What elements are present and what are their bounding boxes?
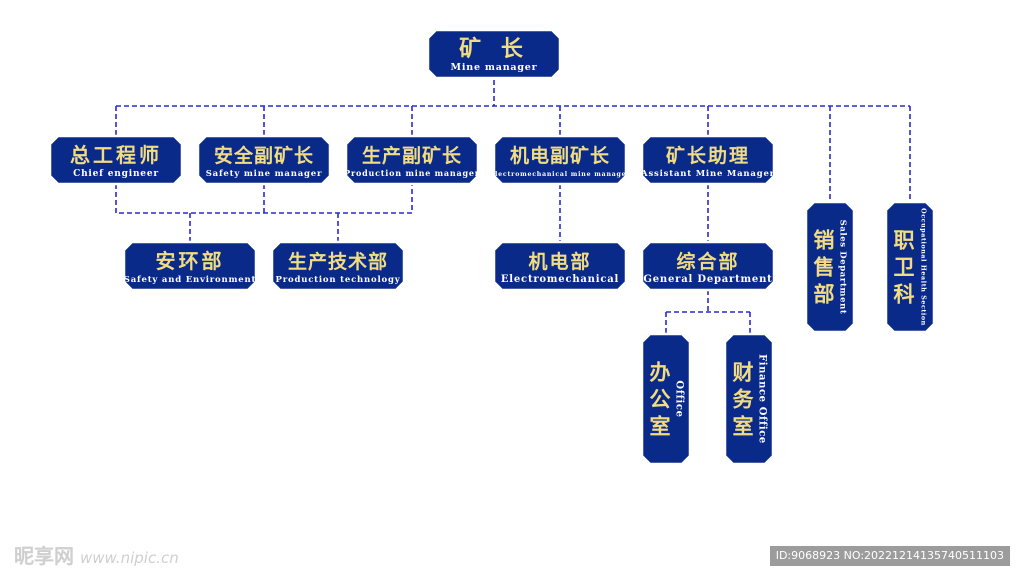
node-box bbox=[492, 134, 628, 186]
node-box bbox=[426, 28, 562, 80]
node-box-border bbox=[51, 137, 181, 183]
node-subtitle: Finance Office bbox=[757, 354, 768, 444]
node-box bbox=[804, 200, 856, 334]
node-subtitle: Production mine manager bbox=[344, 168, 480, 178]
node-subtitle: Electromechanical bbox=[501, 274, 619, 285]
node-health-section: 职卫科 Occupational Health Section bbox=[884, 200, 936, 334]
node-box bbox=[48, 134, 184, 186]
node-title: 生产技术部 bbox=[288, 250, 388, 273]
node-subtitle: Safety and Environment bbox=[124, 275, 256, 285]
node-safety-manager: 安全副矿长 Safety mine manager bbox=[196, 134, 332, 186]
watermark-url: www.nipic.cn bbox=[80, 549, 179, 567]
node-title: 矿长助理 bbox=[666, 144, 750, 167]
node-box-border bbox=[643, 137, 773, 183]
connector-general-children bbox=[665, 290, 751, 334]
node-title: 办公室 bbox=[650, 360, 671, 439]
node-title: 安环部 bbox=[156, 249, 225, 273]
node-box-border bbox=[347, 137, 477, 183]
node-box bbox=[640, 134, 776, 186]
node-chief-engineer: 总工程师 Chief engineer bbox=[48, 134, 184, 186]
connector-lines bbox=[115, 80, 911, 334]
node-subtitle: Production technology bbox=[276, 275, 401, 285]
node-electro-manager: 机电副矿长 Electromechanical mine manager bbox=[490, 134, 631, 186]
node-subtitle: Occupational Health Section bbox=[920, 208, 927, 326]
node-subtitle: Safety mine manager bbox=[206, 169, 323, 179]
node-subtitle: Mine manager bbox=[451, 62, 538, 73]
node-title: 总工程师 bbox=[70, 143, 162, 167]
node-title: 安全副矿长 bbox=[214, 144, 314, 167]
node-title: 销售部 bbox=[814, 228, 835, 307]
node-box-border bbox=[429, 31, 559, 77]
node-box-border bbox=[726, 335, 772, 463]
node-title: 综合部 bbox=[676, 250, 739, 273]
node-box bbox=[723, 332, 775, 466]
node-box-border bbox=[495, 137, 625, 183]
node-box-border bbox=[807, 203, 853, 331]
node-title: 职卫科 bbox=[894, 228, 915, 307]
node-safety-env: 安环部 Safety and Environment bbox=[122, 240, 258, 292]
node-box bbox=[640, 240, 776, 292]
node-prod-tech: 生产技术部 Production technology bbox=[270, 240, 406, 292]
node-box-border bbox=[643, 243, 773, 289]
node-title: 机电部 bbox=[528, 250, 591, 273]
node-subtitle: Electromechanical mine manager bbox=[490, 171, 631, 178]
node-box bbox=[196, 134, 332, 186]
node-box bbox=[884, 200, 936, 334]
node-box-border bbox=[495, 243, 625, 289]
node-box bbox=[344, 134, 480, 186]
node-subtitle: Office bbox=[674, 380, 685, 417]
watermark-site: 昵享网 www.nipic.cn bbox=[14, 540, 179, 569]
node-title: 矿 长 bbox=[459, 36, 529, 62]
node-box-border bbox=[199, 137, 329, 183]
node-title: 生产副矿长 bbox=[362, 144, 462, 167]
node-title: 财务室 bbox=[733, 360, 755, 439]
node-box-border bbox=[273, 243, 403, 289]
node-box-border bbox=[887, 203, 933, 331]
node-subtitle: Chief engineer bbox=[73, 169, 159, 179]
node-box-border bbox=[125, 243, 255, 289]
node-subtitle: General Department bbox=[643, 274, 772, 285]
node-subtitle: Assistant Mine Manager bbox=[640, 169, 775, 179]
watermark-site-name: 昵享网 bbox=[14, 544, 74, 568]
node-box bbox=[640, 332, 692, 466]
node-box bbox=[122, 240, 258, 292]
node-box bbox=[270, 240, 406, 292]
node-assistant-manager: 矿长助理 Assistant Mine Manager bbox=[640, 134, 776, 186]
connector-left-group bbox=[115, 184, 413, 242]
node-subtitle: Sales Department bbox=[838, 220, 848, 315]
node-box-border bbox=[643, 335, 689, 463]
node-box bbox=[492, 240, 628, 292]
watermark-id: ID:9068923 NO:20221214135740511103 bbox=[769, 546, 1010, 566]
node-title: 机电副矿长 bbox=[510, 144, 610, 167]
